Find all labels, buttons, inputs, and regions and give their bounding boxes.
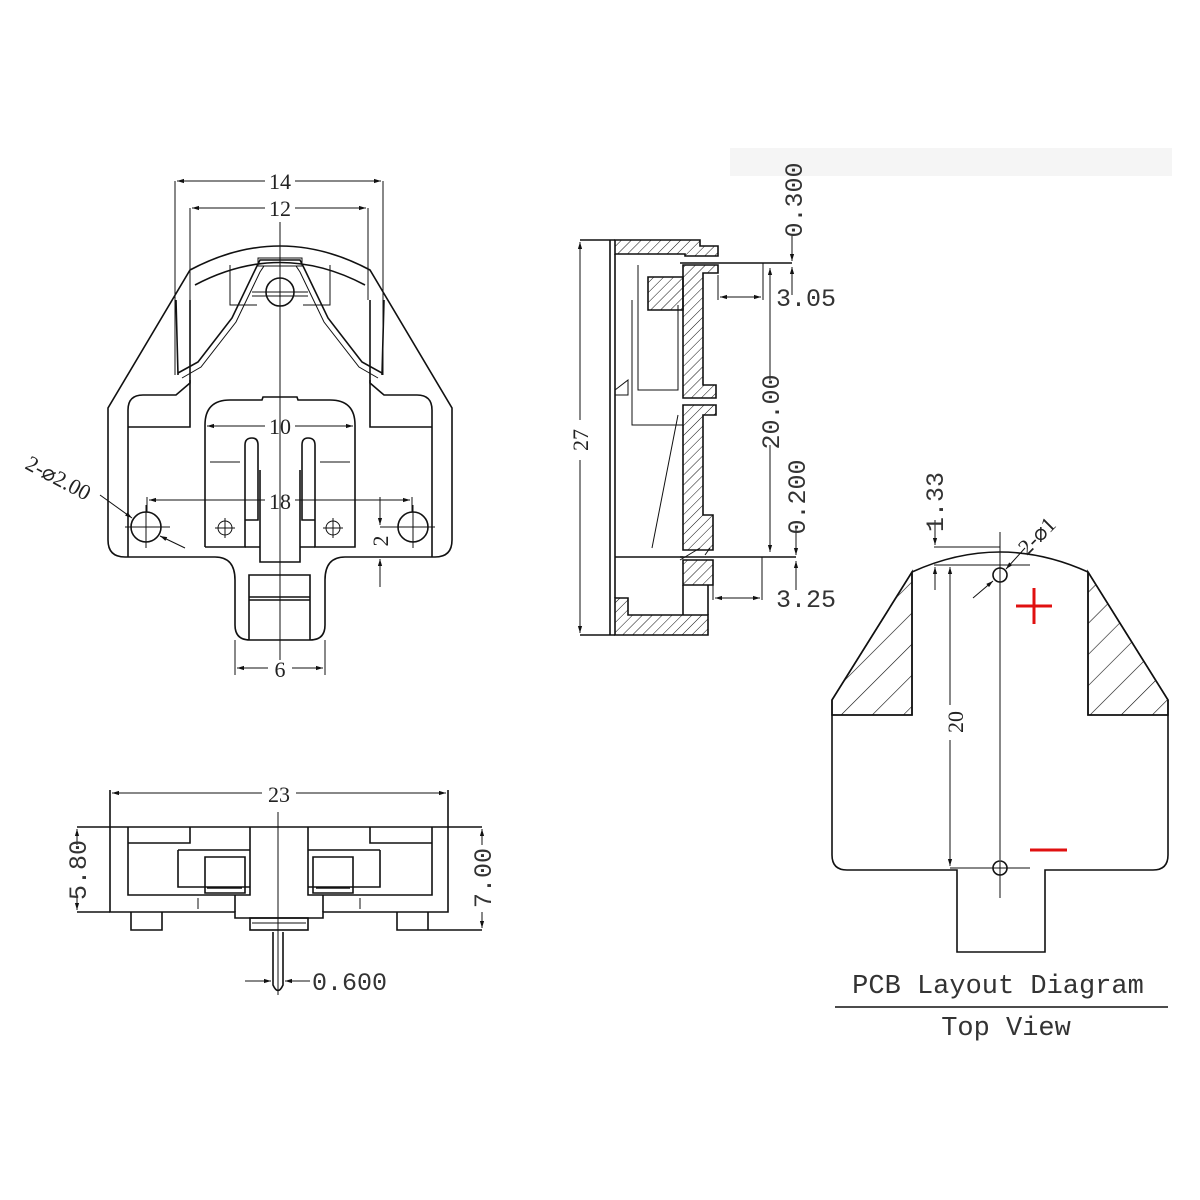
dim-18: 18 [269,489,291,514]
dim-0600: 0.600 [312,969,387,998]
dim-12: 12 [269,196,291,221]
pcb-layout: 1.33 20 2-⌀1 PCB Layout Diagram Top View [831,472,1169,1044]
dim-10: 10 [269,414,291,439]
side-view: 27 0.300 3.05 20.00 0.200 3.25 [568,162,836,636]
faint-band [730,148,1172,176]
dim-20: 20 [943,711,968,733]
dim-325: 3.25 [776,586,836,615]
dim-700: 7.00 [470,848,499,908]
dim-27: 27 [568,429,593,451]
dim-0300: 0.300 [781,162,810,237]
dim-14: 14 [269,169,291,194]
dim-2: 2 [368,536,393,547]
dim-23: 23 [268,782,290,807]
dim-6: 6 [275,657,286,682]
positive-mark-icon [1016,588,1052,624]
dim-133: 1.33 [922,472,951,532]
hole-callout: 2-⌀2.00 [22,450,96,505]
pcb-title: PCB Layout Diagram [852,972,1144,1002]
dim-305: 3.05 [776,285,836,314]
bottom-view: 23 5.80 7.00 0.600 [65,782,499,998]
dim-2000: 20.00 [758,374,787,449]
pcb-subtitle: Top View [941,1014,1071,1044]
dim-0200: 0.200 [784,459,813,534]
front-view: 14 12 10 18 2 6 2-⌀2.00 [22,169,453,682]
dim-580: 5.80 [65,840,94,900]
